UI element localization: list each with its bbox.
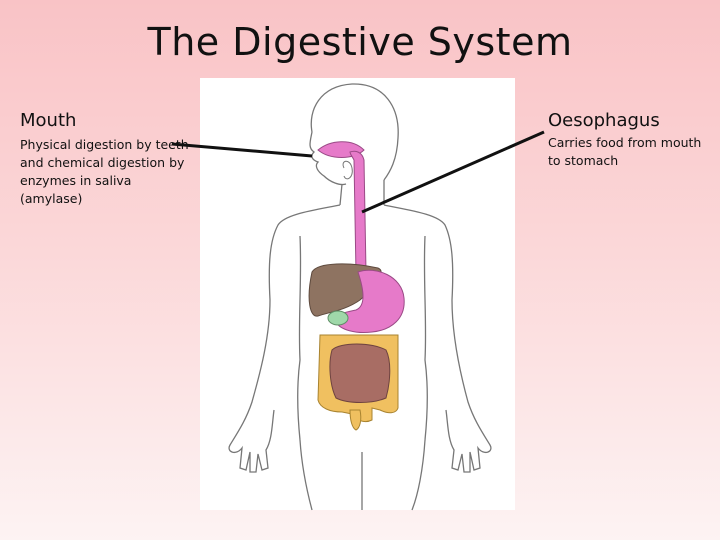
stomach [335, 269, 405, 333]
mouth-pointer-line [171, 142, 313, 158]
body-outline [228, 83, 492, 511]
mouth-label-description: Physical digestion by teeth and chemical… [20, 137, 189, 206]
oesophagus-label-title: Oesophagus [548, 110, 660, 131]
oesophagus-pointer-line [361, 130, 545, 214]
small-intestine [329, 343, 391, 403]
slide-title: The Digestive System [147, 20, 573, 64]
gall-bladder [327, 310, 349, 326]
ear [342, 160, 353, 180]
mouth-label-title: Mouth [20, 110, 77, 131]
oesophagus-label-description: Carries food from mouth to stomach [548, 135, 702, 168]
rectum [349, 409, 362, 431]
